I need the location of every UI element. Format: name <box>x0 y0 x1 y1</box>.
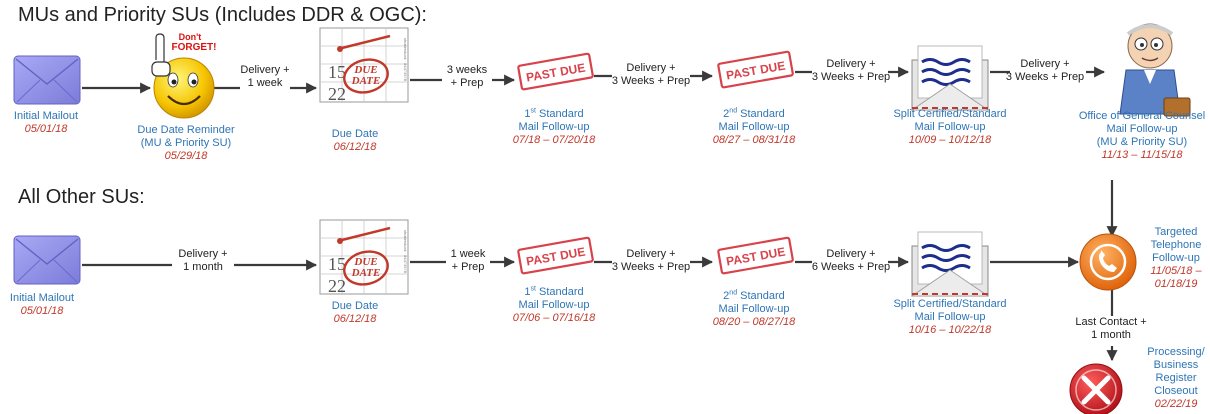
due-stamp: DATE <box>351 267 381 279</box>
phone-icon <box>1079 233 1137 291</box>
certified-letter-icon <box>910 231 990 297</box>
due-stamp: DATE <box>351 75 381 87</box>
calendar-day: 15 <box>328 62 346 82</box>
telephone-followup-step: Targeted Telephone Follow-up 11/05/18 – … <box>1150 226 1202 290</box>
split-certified-followup-step: Split Certified/Standard Mail Follow-up … <box>893 298 1007 336</box>
row2-heading: All Other SUs: <box>18 186 145 208</box>
envelope-icon <box>13 55 81 105</box>
due-stamp: DUE <box>353 256 377 268</box>
second-standard-followup-step: 2nd Standard Mail Follow-up 08/27 – 08/3… <box>712 107 796 146</box>
cancel-icon <box>1069 363 1123 414</box>
first-standard-followup-step: 1st Standard Mail Follow-up 07/18 – 07/2… <box>512 107 596 146</box>
connector-label: Delivery +3 Weeks + Prep <box>611 248 691 273</box>
connector-label: Delivery +3 Weeks + Prep <box>1005 58 1085 83</box>
dont-label: Don't <box>179 32 202 42</box>
certified-letter-icon <box>910 45 990 111</box>
past-due-stamp-icon: PAST DUE <box>717 236 794 275</box>
connector-label: Delivery +1 week <box>240 64 290 89</box>
calendar-day: 15 <box>328 254 346 274</box>
initial-mailout-step: Initial Mailout 05/01/18 <box>13 110 79 135</box>
stock-credit: shutterstock · 84473578 <box>403 230 408 274</box>
row1-heading: MUs and Priority SUs (Includes DDR & OGC… <box>18 4 427 26</box>
connector-label: Last Contact +1 month <box>1075 316 1147 341</box>
connector-label: 1 week+ Prep <box>450 248 486 273</box>
due-stamp: DUE <box>353 64 377 76</box>
calendar-day: 22 <box>328 276 346 296</box>
smiley-reminder-icon: Don't FORGET! <box>151 32 217 119</box>
closeout-step: Processing/ Business Register Closeout 0… <box>1147 346 1205 410</box>
calendar-day: 22 <box>328 84 346 104</box>
second-standard-followup-step: 2nd Standard Mail Follow-up 08/20 – 08/2… <box>712 289 796 328</box>
first-standard-followup-step: 1st Standard Mail Follow-up 07/06 – 07/1… <box>512 285 596 324</box>
row2-connectors <box>82 256 1118 362</box>
forget-label: FORGET! <box>172 42 217 53</box>
envelope-icon <box>13 235 81 285</box>
past-due-stamp-icon: PAST DUE <box>717 50 794 89</box>
connector-label: Delivery +1 month <box>178 248 228 273</box>
ogc-followup-step: Office of General Counsel Mail Follow-up… <box>1078 110 1206 161</box>
past-due-stamp-icon: PAST DUE <box>517 52 594 91</box>
row1-connectors <box>82 66 1118 238</box>
connector-label: Delivery +3 Weeks + Prep <box>811 58 891 83</box>
calendar-icon: 15 22 DUE DATE shutterstock · 84473578 <box>319 27 409 104</box>
due-date-reminder-step: Due Date Reminder (MU & Priority SU) 05/… <box>137 124 235 162</box>
split-certified-followup-step: Split Certified/Standard Mail Follow-up … <box>893 108 1007 146</box>
connector-label: 3 weeks+ Prep <box>446 64 488 89</box>
connector-label: Delivery +3 Weeks + Prep <box>611 62 691 87</box>
connector-label: Delivery +6 Weeks + Prep <box>811 248 891 273</box>
calendar-icon: 15 22 DUE DATE shutterstock · 84473578 <box>319 219 409 296</box>
due-date-step: Due Date 06/12/18 <box>331 300 379 325</box>
stock-credit: shutterstock · 84473578 <box>403 38 408 82</box>
past-due-stamp-icon: PAST DUE <box>517 236 594 275</box>
initial-mailout-step: Initial Mailout 05/01/18 <box>9 292 75 317</box>
lawyer-icon <box>1119 23 1191 117</box>
due-date-step: Due Date 06/12/18 <box>331 128 379 153</box>
